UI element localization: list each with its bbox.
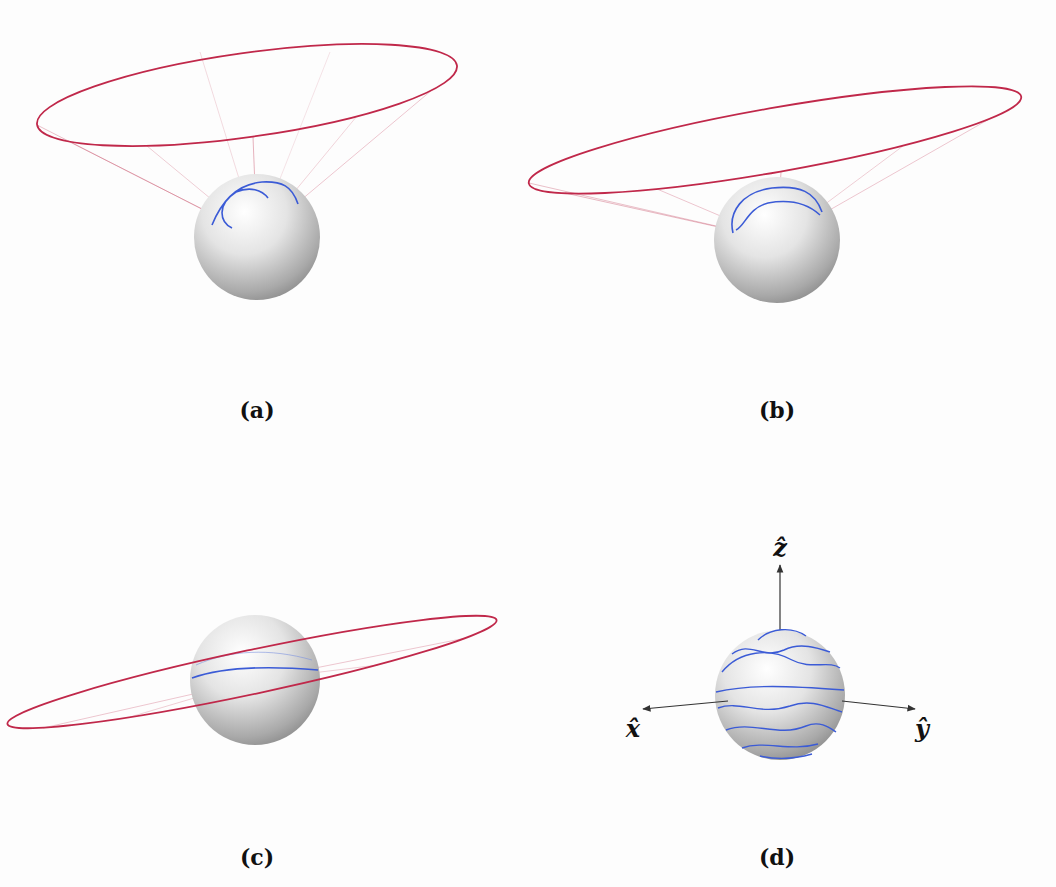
panel-c — [3, 599, 501, 746]
axis-label: ẑ — [773, 533, 787, 562]
panel-d — [643, 565, 915, 760]
panel-label: (b) — [759, 397, 795, 423]
panel-label: (d) — [759, 844, 795, 870]
panel-b — [523, 65, 1027, 303]
panel-a — [31, 24, 463, 300]
axis-label: x̂ — [626, 714, 640, 743]
panel-label: (c) — [240, 844, 274, 870]
axis-label: ŷ — [915, 714, 929, 743]
panel-label: (a) — [239, 397, 274, 423]
